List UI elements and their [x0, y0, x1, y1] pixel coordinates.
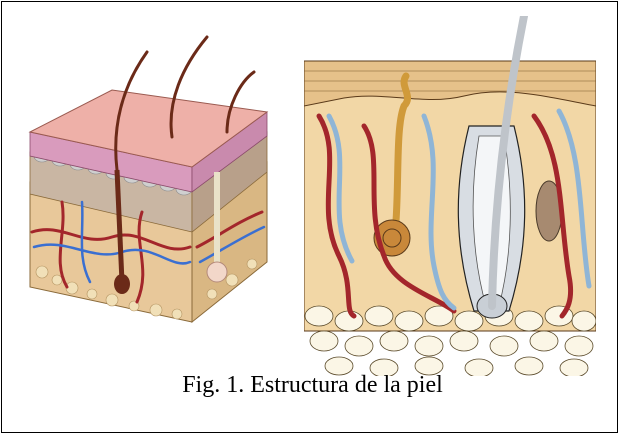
fat-cells: [305, 306, 596, 376]
hair-bulb: [114, 274, 130, 294]
skin-block-illustration: [22, 32, 280, 332]
figure-caption: Fig. 1. Estructura de la piel: [2, 372, 621, 399]
skin-cross-section-illustration: [304, 16, 596, 376]
